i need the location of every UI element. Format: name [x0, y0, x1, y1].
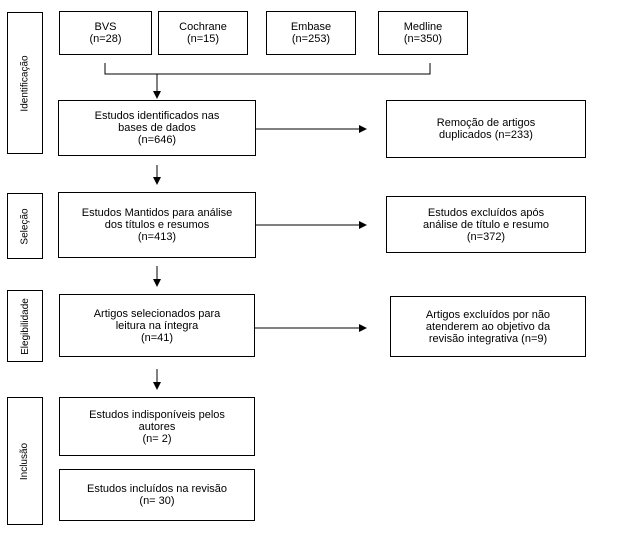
stage-elegibilidade: Elegibilidade [7, 290, 43, 362]
stage-selecao: Seleção [7, 193, 43, 259]
box-selected: Artigos selecionados para leitura na ínt… [59, 294, 255, 357]
box-identified: Estudos identificados nas bases de dados… [58, 100, 256, 156]
box-included: Estudos incluídos na revisão (n= 30) [59, 469, 255, 521]
sources-merge-bracket [104, 63, 431, 75]
box-excluded-title: Estudos excluídos após análise de título… [386, 196, 586, 253]
box-unavailable: Estudos indisponíveis pelos autores (n= … [59, 397, 255, 456]
source-bvs: BVS (n=28) [59, 11, 152, 55]
box-excluded-objective: Artigos excluídos por não atenderem ao o… [390, 296, 586, 357]
box-kept: Estudos Mantidos para análise dos título… [58, 192, 256, 258]
source-cochrane: Cochrane (n=15) [158, 11, 248, 55]
box-duplicates-removed: Remoção de artigos duplicados (n=233) [386, 100, 586, 158]
source-embase: Embase (n=253) [266, 11, 356, 55]
source-medline: Medline (n=350) [378, 11, 468, 55]
stage-inclusao: Inclusão [7, 397, 43, 525]
stage-identificacao: Identificação [7, 12, 43, 154]
